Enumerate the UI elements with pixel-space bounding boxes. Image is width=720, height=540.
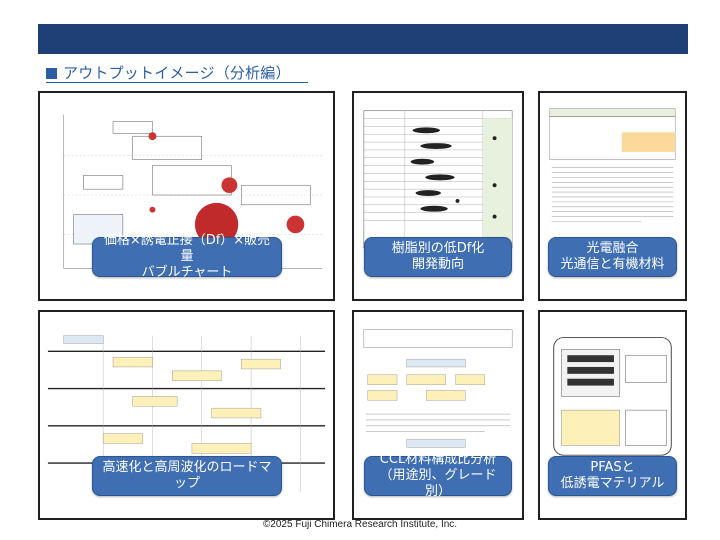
caption-text: 樹脂別の低Df化 開発動向 [391,241,485,272]
caption-resin-trends: 樹脂別の低Df化 開発動向 [364,237,512,277]
card-roadmap[interactable]: 高速化と高周波化のロードマップ [38,310,335,520]
caption-text: 光電融合 光通信と有機材料 [560,241,665,272]
caption-text: CCL材料構成比分析 （用途別、グレード別） [379,452,497,499]
card-bubble-chart[interactable]: 価格×誘電正接（Df）×販売量 バブルチャート [38,91,335,301]
section-title: アウトプットイメージ（分析編） [63,64,291,82]
copyright-footer: ©2025 Fuji Chimera Research Institute, I… [262,519,458,530]
caption-photonics: 光電融合 光通信と有機材料 [548,237,677,277]
caption-ccl-analysis: CCL材料構成比分析 （用途別、グレード別） [364,452,512,499]
caption-bubble-chart: 価格×誘電正接（Df）×販売量 バブルチャート [92,233,282,280]
card-pfas[interactable]: PFASと 低誘電マテリアル [538,310,687,520]
card-resin-trends[interactable]: 樹脂別の低Df化 開発動向 [352,91,524,301]
caption-roadmap: 高速化と高周波化のロードマップ [92,456,282,496]
heading-underline [46,82,308,83]
card-ccl-analysis[interactable]: CCL材料構成比分析 （用途別、グレード別） [352,310,524,520]
card-photonics[interactable]: 光電融合 光通信と有機材料 [538,91,687,301]
caption-text: 高速化と高周波化のロードマップ [102,460,272,491]
caption-text: 価格×誘電正接（Df）×販売量 バブルチャート [103,233,271,280]
caption-pfas: PFASと 低誘電マテリアル [548,456,677,496]
section-heading: アウトプットイメージ（分析編） [46,62,291,83]
caption-text: PFASと 低誘電マテリアル [560,460,665,491]
top-banner [38,24,688,54]
square-bullet-icon [46,68,57,79]
